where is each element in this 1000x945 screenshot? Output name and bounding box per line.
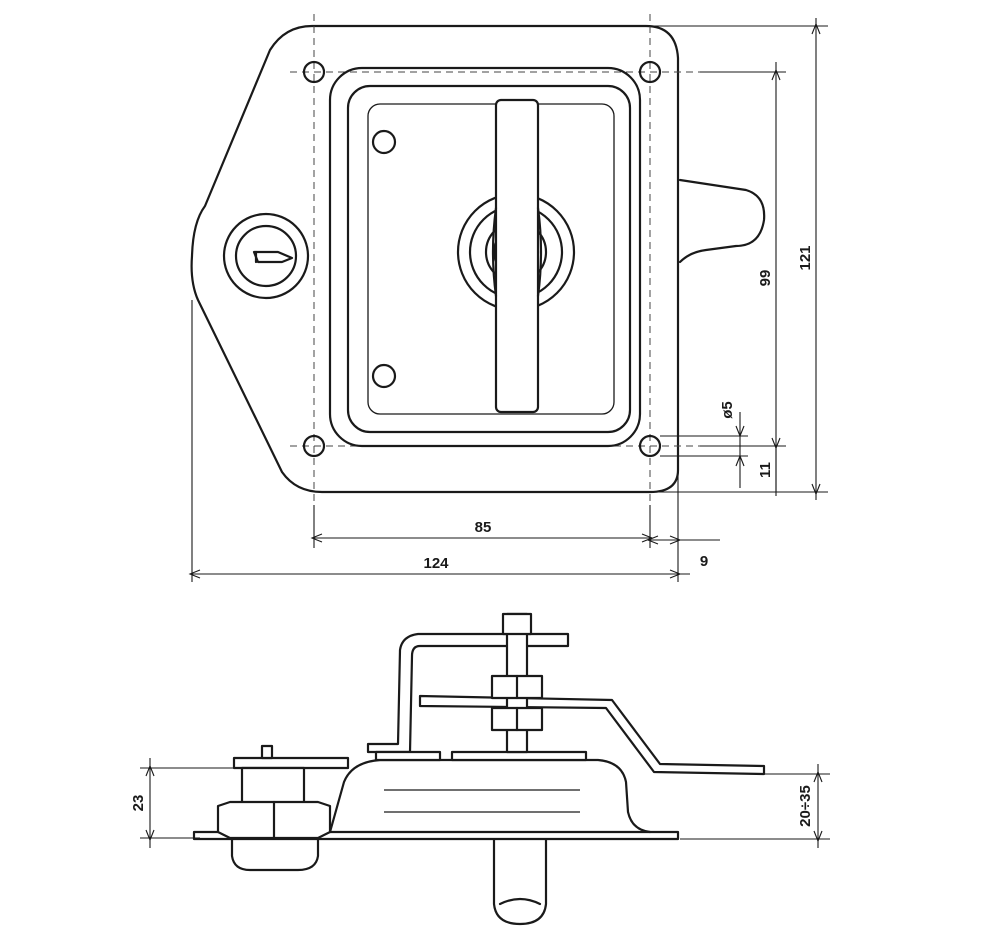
pan-body: [328, 758, 652, 834]
rivet-bottom: [371, 363, 397, 389]
t-handle: [494, 98, 540, 414]
dim-flange-offset: 9: [700, 553, 708, 570]
mounting-hole-top-left: [302, 60, 326, 84]
dim-hole-spacing-vertical: 99: [757, 270, 774, 287]
handle-tip: [492, 838, 548, 926]
mounting-hole-bottom-left: [302, 434, 326, 458]
dim-overall-width: 124: [423, 555, 449, 572]
recess-floor: [367, 103, 615, 415]
lock-washer: [232, 756, 350, 770]
rivet-top: [371, 129, 397, 155]
lock-stem: [260, 744, 274, 760]
flange-outline: [190, 24, 680, 494]
flange-plate: [192, 830, 680, 841]
latch-tongue: [678, 178, 766, 264]
dim-overall-height: 121: [797, 245, 814, 270]
lock-cylinder-bottom: [230, 837, 320, 872]
dim-hole-spacing-horizontal: 85: [475, 519, 492, 536]
dim-body-depth: 23: [130, 795, 147, 812]
top-view: 85 124 9 121 99 ø5 11: [188, 14, 828, 582]
mounting-hole-bottom-right: [638, 434, 662, 458]
lock-body: [240, 766, 306, 806]
latch-arm: [418, 694, 766, 776]
dim-door-thickness: 20÷35: [797, 785, 814, 827]
recess-pan-outer: [328, 66, 642, 448]
side-view: 23 20÷35: [130, 612, 830, 926]
mounting-hole-top-right: [638, 60, 662, 84]
recess-pan-inner: [346, 84, 632, 434]
bracket: [366, 632, 570, 754]
key-lock-icon: [222, 212, 310, 300]
dim-hole-diameter: ø5: [719, 401, 736, 419]
dim-hole-edge-offset: 11: [757, 462, 774, 478]
